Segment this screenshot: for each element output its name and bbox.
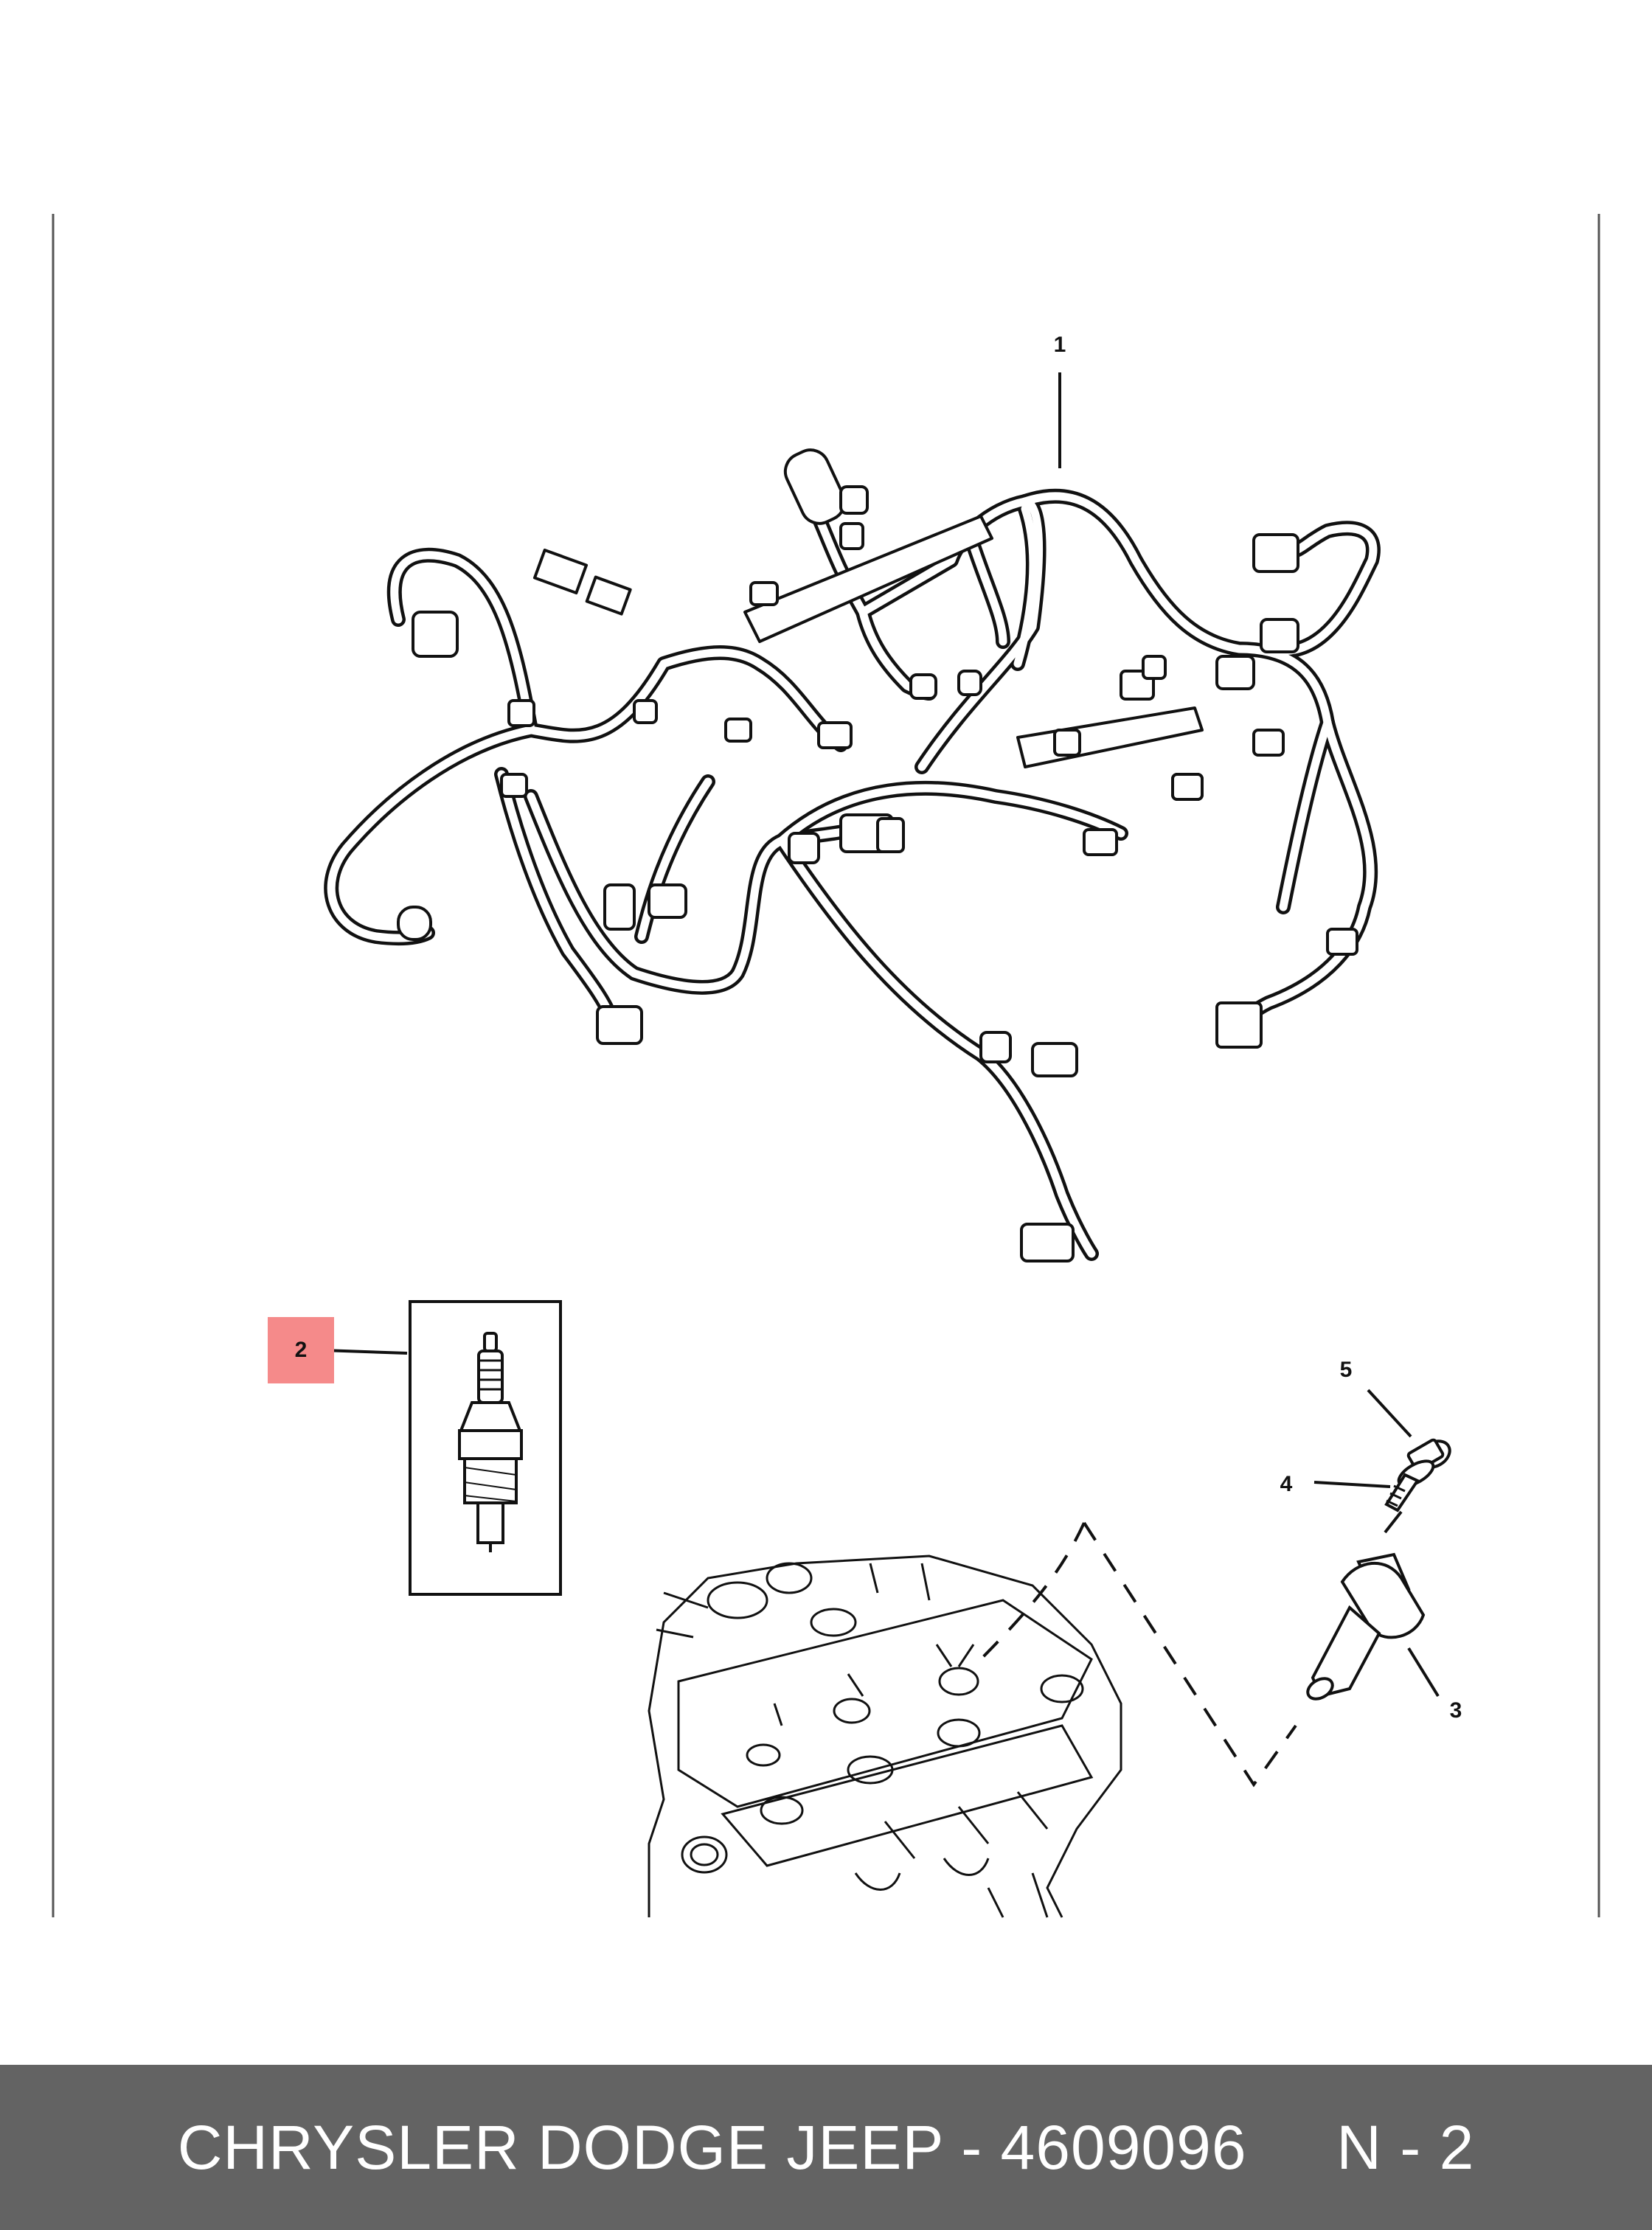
spark-plug <box>458 1332 523 1552</box>
callout-1: 1 <box>1053 333 1066 357</box>
callout-3: 3 <box>1449 1698 1462 1723</box>
coil-to-engine-leader <box>972 1521 1297 1788</box>
parts-diagram <box>52 214 1600 1918</box>
footer-part-label: CHRYSLER DODGE JEEP - 4609096 N - 2 <box>177 2112 1475 2182</box>
spark-plug-detail <box>322 1300 562 1596</box>
engine-partial-view <box>648 1555 1122 1918</box>
ignition-coil <box>1306 1552 1440 1701</box>
footer-bar: CHRYSLER DODGE JEEP - 4609096 N - 2 <box>0 2065 1652 2230</box>
callout-2: 2 <box>268 1317 334 1383</box>
callout-5: 5 <box>1339 1358 1353 1382</box>
bolt-and-washer <box>1313 1389 1451 1534</box>
page-border <box>52 214 1600 1917</box>
callout-4: 4 <box>1280 1472 1293 1496</box>
engine-wiring-harness <box>324 448 1381 1262</box>
